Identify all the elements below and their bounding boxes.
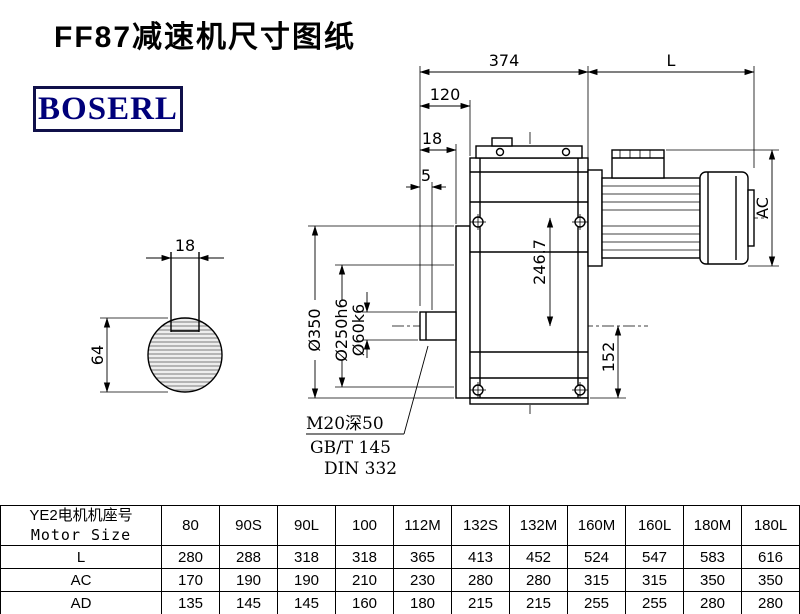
dimensions: 374 L 120 18 5 AC 246.7 152 64 18 [88,51,776,399]
tap-note: M20深50 GB/T 145 DIN 332 [306,345,429,479]
dimension-value-cell: 524 [567,545,626,569]
motor-frame-column-header: 132S [451,505,510,546]
dimension-value-cell: 365 [393,545,452,569]
dimension-value-cell: 145 [277,591,336,614]
motor-frame-column-header: 90S [219,505,278,546]
shaft-cross-section [147,252,223,393]
dimension-value-cell: 135 [161,591,220,614]
dim-5-label: 5 [421,166,431,185]
tap-note-label: M20深50 [306,414,384,434]
motor-frame-column-header: 180L [741,505,800,546]
dimension-value-cell: 190 [277,568,336,592]
dimension-value-cell: 413 [451,545,510,569]
dimension-value-cell: 547 [625,545,684,569]
row-label: AD [0,591,162,614]
motor-frame-column-header: 90L [277,505,336,546]
dimension-value-cell: 583 [683,545,742,569]
dimension-value-cell: 190 [219,568,278,592]
dimension-value-cell: 318 [277,545,336,569]
dimension-value-cell: 315 [625,568,684,592]
dia-350-label: Ø350 [305,308,324,351]
bolt-holes [470,147,588,398]
motor-frame-column-header: 160M [567,505,626,546]
standard-din-label: DIN 332 [324,459,397,479]
dimension-value-cell: 452 [509,545,568,569]
row-label: L [0,545,162,569]
dim-120-label: 120 [430,85,461,104]
dimension-value-cell: 280 [451,568,510,592]
standard-gb-label: GB/T 145 [310,438,391,458]
dimension-value-cell: 280 [741,591,800,614]
motor-frame-column-header: 180M [683,505,742,546]
gearbox-body [419,137,589,405]
brand-logo-text: BOSERL [38,90,178,127]
cooling-fins [602,185,700,251]
dim-246-7-label: 246.7 [530,239,549,285]
dimension-value-cell: 160 [335,591,394,614]
dim-64-label: 64 [88,345,107,365]
motor-frame-column-header: 132M [509,505,568,546]
row-label: AC [0,568,162,592]
dimension-value-cell: 210 [335,568,394,592]
motor-frame-column-header: 80 [161,505,220,546]
dimension-value-cell: 145 [219,591,278,614]
dimension-value-cell: 315 [567,568,626,592]
terminal-box [611,149,665,179]
dimension-value-cell: 616 [741,545,800,569]
dim-L-label: L [667,51,676,70]
dimension-value-cell: 255 [625,591,684,614]
dia-60-label: Ø60k6 [349,304,368,356]
dim-374-label: 374 [489,51,520,70]
dimension-value-cell: 318 [335,545,394,569]
dimension-value-cell: 230 [393,568,452,592]
motor-body [587,149,755,267]
dimension-value-cell: 280 [509,568,568,592]
motor-frame-column-header: 112M [393,505,452,546]
dim-keyway-18-label: 18 [175,236,195,255]
dimension-value-cell: 350 [741,568,800,592]
dia-250-label: Ø250h6 [332,298,351,361]
dimension-value-cell: 170 [161,568,220,592]
dimension-value-cell: 215 [451,591,510,614]
dimension-value-cell: 255 [567,591,626,614]
page-title: FF87减速机尺寸图纸 [54,21,357,54]
dim-AC-label: AC [753,197,772,219]
dimension-value-cell: 350 [683,568,742,592]
motor-frame-column-header: 100 [335,505,394,546]
fan-cover [699,171,749,265]
dimension-value-cell: 280 [683,591,742,614]
motor-frame-column-header: 160L [625,505,684,546]
dimension-value-cell: 180 [393,591,452,614]
dimension-drawing: 374 L 120 18 5 AC 246.7 152 64 18 [88,51,779,479]
dim-18-label: 18 [422,129,442,148]
dim-152-label: 152 [599,342,618,373]
brand-logo: BOSERL [33,86,183,132]
dimension-value-cell: 280 [161,545,220,569]
dimension-value-cell: 288 [219,545,278,569]
dimension-value-cell: 215 [509,591,568,614]
